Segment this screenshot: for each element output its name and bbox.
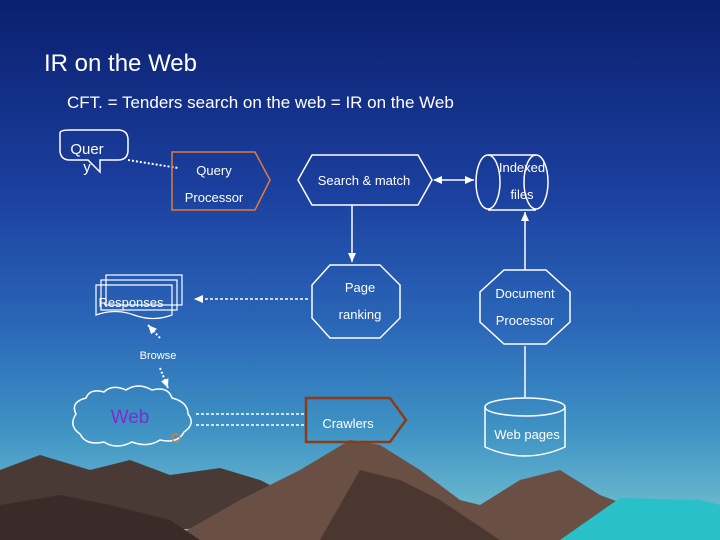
search-match-label: Search & match <box>318 173 411 188</box>
search-match-shape <box>297 154 433 206</box>
web-cloud: Web <box>72 385 192 447</box>
browse-label: Browse <box>140 350 177 362</box>
responses-label: Responses <box>98 295 164 310</box>
responses-stack: Responses <box>95 274 183 320</box>
query-processor-shape <box>171 151 271 211</box>
page-ranking-label-2: ranking <box>339 307 382 322</box>
browse-up-arrow <box>147 324 161 339</box>
query-processor-label-2: Processor <box>185 190 244 205</box>
crawlers-shape <box>304 396 408 444</box>
page-ranking-label-1: Page <box>345 280 375 295</box>
query-processor-label-1: Query <box>196 163 232 178</box>
document-processor: Document Processor <box>479 269 571 345</box>
document-processor-label-2: Processor <box>496 313 555 328</box>
query-bubble: Quer y <box>59 129 129 176</box>
slide-subtitle: CFT. = Tenders search on the web = IR on… <box>67 93 454 112</box>
slide-title: IR on the Web <box>44 50 197 77</box>
indexed-files-label-1: Indexed <box>499 160 545 175</box>
web-pages-label: Web pages <box>494 427 560 442</box>
query-bubble-label-1: Quer <box>70 141 103 158</box>
web-pages: Web pages <box>484 397 566 457</box>
search-match: Search & match <box>297 154 433 206</box>
web-label: Web <box>111 407 150 428</box>
page-ranking-shape <box>311 264 401 339</box>
document-processor-label-1: Document <box>495 286 555 301</box>
browse-down-arrow <box>159 367 169 389</box>
document-processor-shape <box>479 269 571 345</box>
query-processor: Query Processor <box>171 151 271 211</box>
water <box>560 498 720 540</box>
query-bubble-label-2: y <box>83 159 91 176</box>
indexed-files-label-2: files <box>510 187 534 202</box>
web-cloud-shape <box>72 385 192 447</box>
crawlers: Crawlers <box>304 396 408 444</box>
crawlers-label: Crawlers <box>322 416 374 431</box>
mountain-shadow <box>320 470 500 540</box>
indexed-files: Indexed files <box>475 154 549 211</box>
foreground-ridge <box>0 495 200 540</box>
query-to-processor-connector <box>127 159 179 169</box>
page-ranking: Page ranking <box>311 264 401 339</box>
